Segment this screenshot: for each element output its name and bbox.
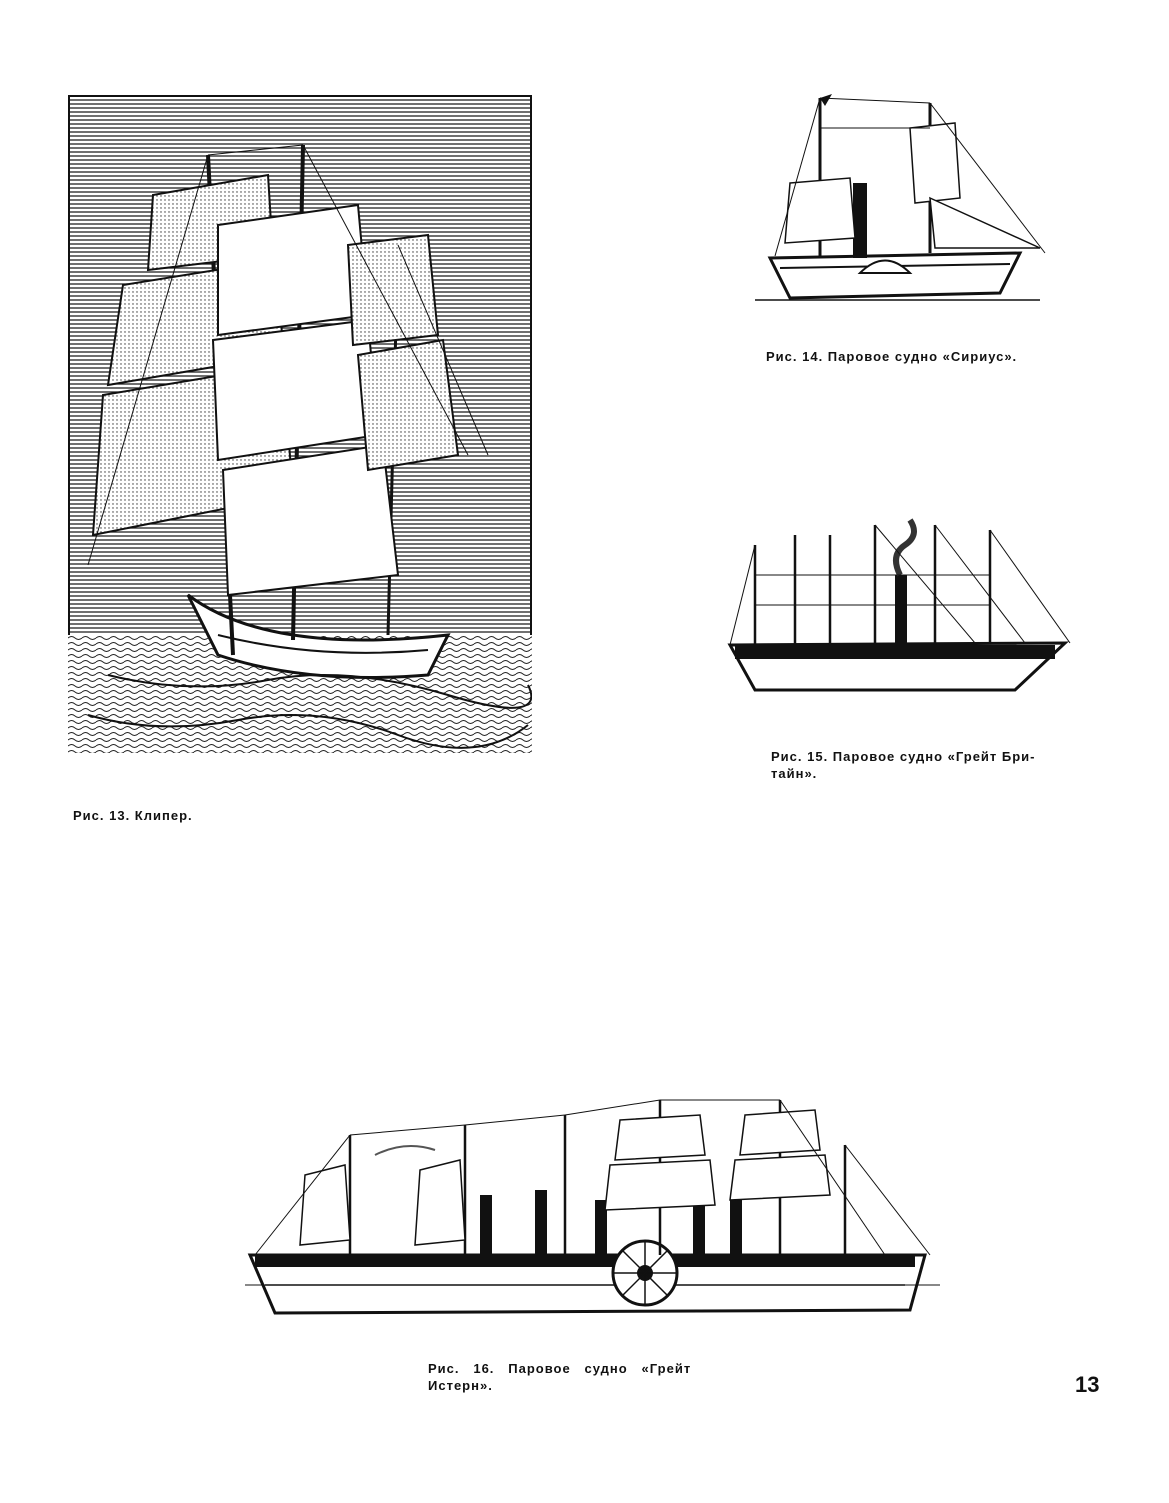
figure-15-caption: Рис. 15. Паровое судно «Грейт Бри- тайн»…	[771, 748, 1091, 782]
steamship-sirius-illustration	[755, 94, 1046, 301]
figure-13-clipper	[68, 95, 532, 753]
figure-15-caption-line1: Рис. 15. Паровое судно «Грейт Бри-	[771, 749, 1036, 764]
figure-16-great-eastern	[245, 1095, 940, 1320]
figure-16-caption-line2: Истерн».	[428, 1378, 493, 1393]
clipper-illustration	[68, 95, 532, 753]
steamship-great-britain-illustration	[727, 518, 1071, 692]
figure-15-caption-line2: тайн».	[771, 766, 818, 781]
figure-14-caption: Рис. 14. Паровое судно «Сириус».	[766, 349, 1018, 364]
figure-16-caption: Рис. 16. Паровое судно «Грейт Истерн».	[428, 1360, 768, 1394]
figure-13-caption: Рис. 13. Клипер.	[73, 808, 193, 823]
figure-16-caption-line1: Рис. 16. Паровое судно «Грейт	[428, 1361, 692, 1376]
steamship-great-eastern-illustration	[245, 1099, 940, 1315]
figure-15-great-britain	[725, 515, 1075, 700]
figure-14-sirius	[750, 88, 1048, 310]
page-number: 13	[1075, 1372, 1100, 1397]
